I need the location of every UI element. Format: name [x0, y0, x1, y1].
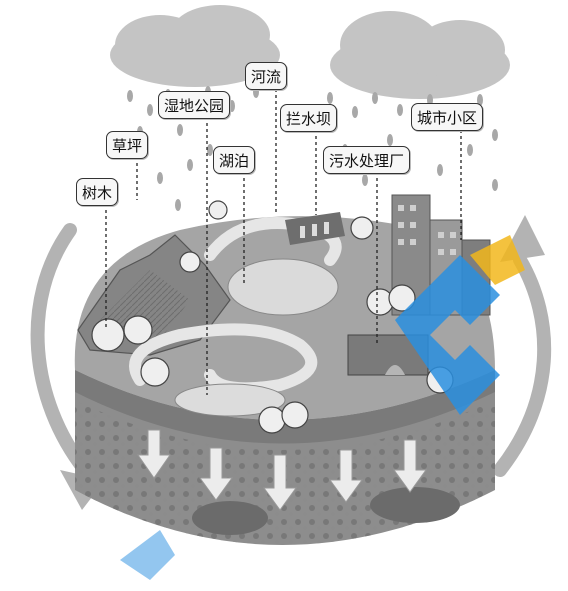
leader-lines: [105, 89, 462, 395]
right-cycle-arrow: [493, 253, 552, 477]
infiltration-arrows: [137, 429, 427, 511]
label-lake: 湖泊: [213, 146, 256, 174]
label-lawn: 草坪: [106, 131, 149, 159]
label-trees: 树木: [76, 178, 119, 206]
groundwater-pool-right: [370, 487, 460, 523]
label-dam: 拦水坝: [280, 104, 338, 132]
label-wetland-park: 湿地公园: [158, 91, 231, 119]
dam: [285, 212, 345, 245]
label-sewage-plant: 污水处理厂: [323, 146, 411, 174]
hill-shading: [100, 270, 190, 340]
label-urban-community: 城市小区: [411, 103, 484, 131]
label-river: 河流: [245, 62, 288, 90]
groundwater-pool-left: [192, 501, 268, 535]
watermark-logo: [120, 235, 525, 580]
lake-water: [227, 258, 339, 316]
left-cloud: [110, 5, 280, 87]
right-cloud: [330, 11, 510, 99]
left-cycle-arrow: [30, 223, 92, 477]
ground-rim: [75, 370, 495, 444]
wetland-pond: [174, 383, 286, 417]
